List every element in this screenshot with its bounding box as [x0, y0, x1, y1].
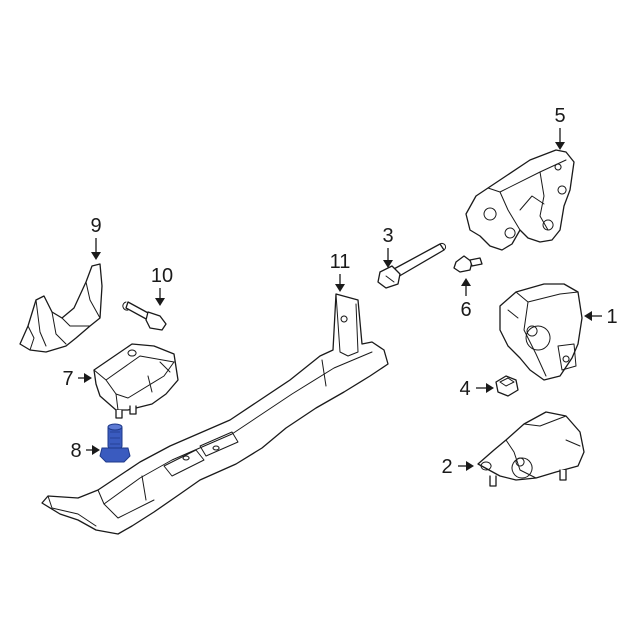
callout-2: 2 — [441, 456, 452, 478]
part-7-mount-bracket[interactable] — [93, 343, 179, 419]
part-2-trans-mount[interactable] — [477, 411, 585, 487]
callout-7: 7 — [62, 368, 73, 390]
part-8-bolt-highlighted[interactable] — [99, 423, 131, 463]
callout-3: 3 — [382, 225, 393, 247]
callout-10: 10 — [151, 265, 173, 287]
part-4-nut[interactable] — [495, 375, 519, 397]
part-9-bracket[interactable] — [19, 263, 103, 353]
callout-1: 1 — [606, 306, 617, 328]
part-5-engine-bracket[interactable] — [465, 149, 575, 251]
part-6-small-bolt[interactable] — [453, 255, 483, 273]
callout-6: 6 — [460, 299, 471, 321]
callout-9: 9 — [90, 215, 101, 237]
callout-5: 5 — [554, 105, 565, 127]
part-3-long-bolt[interactable] — [377, 242, 447, 289]
part-1-engine-mount[interactable] — [499, 283, 583, 381]
callout-4: 4 — [459, 378, 470, 400]
part-11-crossmember[interactable] — [41, 293, 389, 535]
callout-11: 11 — [330, 251, 351, 273]
callout-arrows — [78, 128, 602, 471]
callout-8: 8 — [70, 440, 81, 462]
part-10-bolt[interactable] — [122, 301, 167, 331]
